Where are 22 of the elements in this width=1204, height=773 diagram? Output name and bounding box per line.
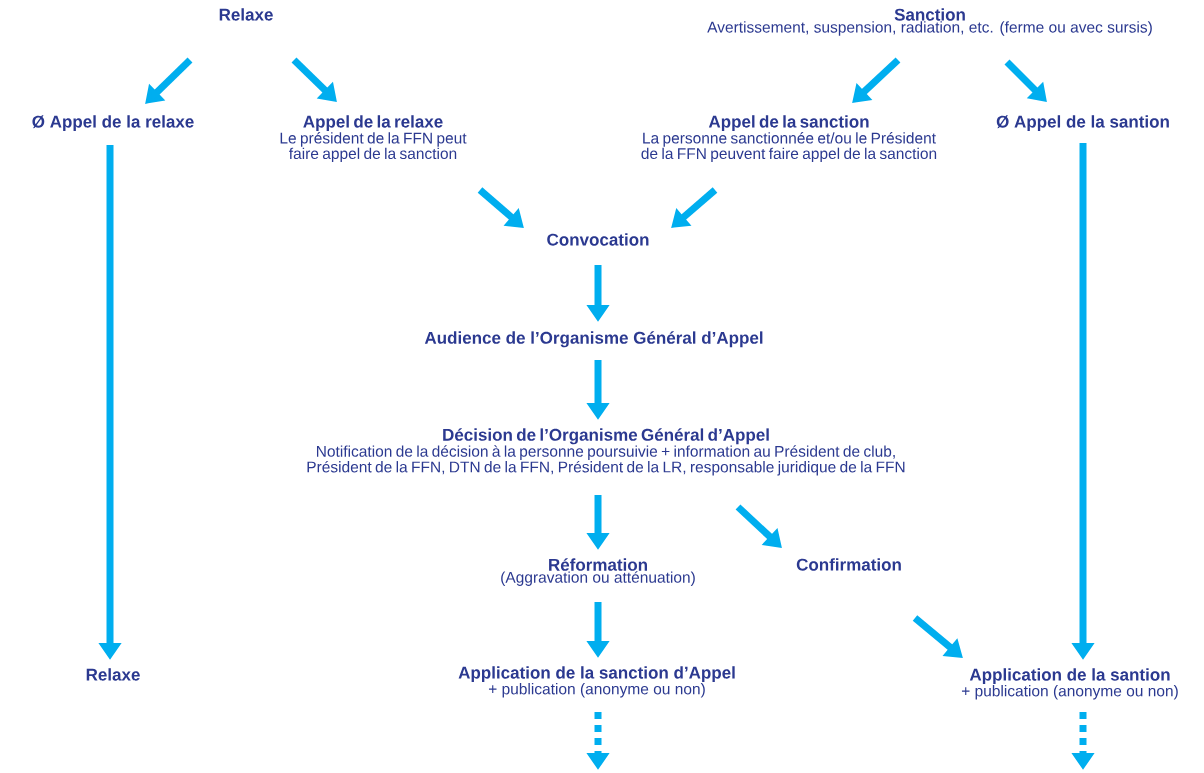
flow-step: Décision de l’Organisme Général d’Appel Notification de la décision à la personne poursuivie + information au Président de club, Président de la FFN, DTN de la FFN, Président de la LR, responsable juridique de la FFN (307, 428, 905, 476)
arrow (735, 504, 782, 548)
arrow (145, 57, 193, 104)
arrow (852, 57, 901, 103)
arrow (671, 187, 718, 228)
flow-step: Audience de l’Organisme Général d’Appel (424, 331, 763, 348)
arrow (1004, 59, 1047, 102)
flow-step: Appel de la sanction La personne sanctionnée et/ou le Président de la FFN peuvent faire appel de la sanction (641, 115, 937, 163)
flow-step: Ø Appel de la santion (996, 115, 1169, 132)
flow-step: Relaxe (86, 668, 140, 681)
flow-step: Appel de la relaxe Le président de la FFN peut faire appel de la sanction (280, 115, 467, 163)
flow-step: Confirmation (796, 558, 901, 571)
flow-step: Réformation (Aggravation ou atténuation) (501, 558, 695, 586)
flow-step: Relaxe (219, 8, 273, 21)
arrow (291, 57, 337, 102)
flow-step: Application de la sanction d’Appel + publication (anonyme ou non) (458, 666, 735, 698)
arrow (477, 187, 524, 228)
flow-step: Ø Appel de la relaxe (32, 115, 194, 132)
flow-step: Sanction Avertissement, suspension, radiation, etc. (ferme ou avec sursis) (707, 8, 1152, 36)
flow-step: Application de la santion + publication (anonyme ou non) (961, 668, 1178, 700)
flow-step: Convocation (547, 233, 649, 246)
arrow (912, 615, 963, 658)
